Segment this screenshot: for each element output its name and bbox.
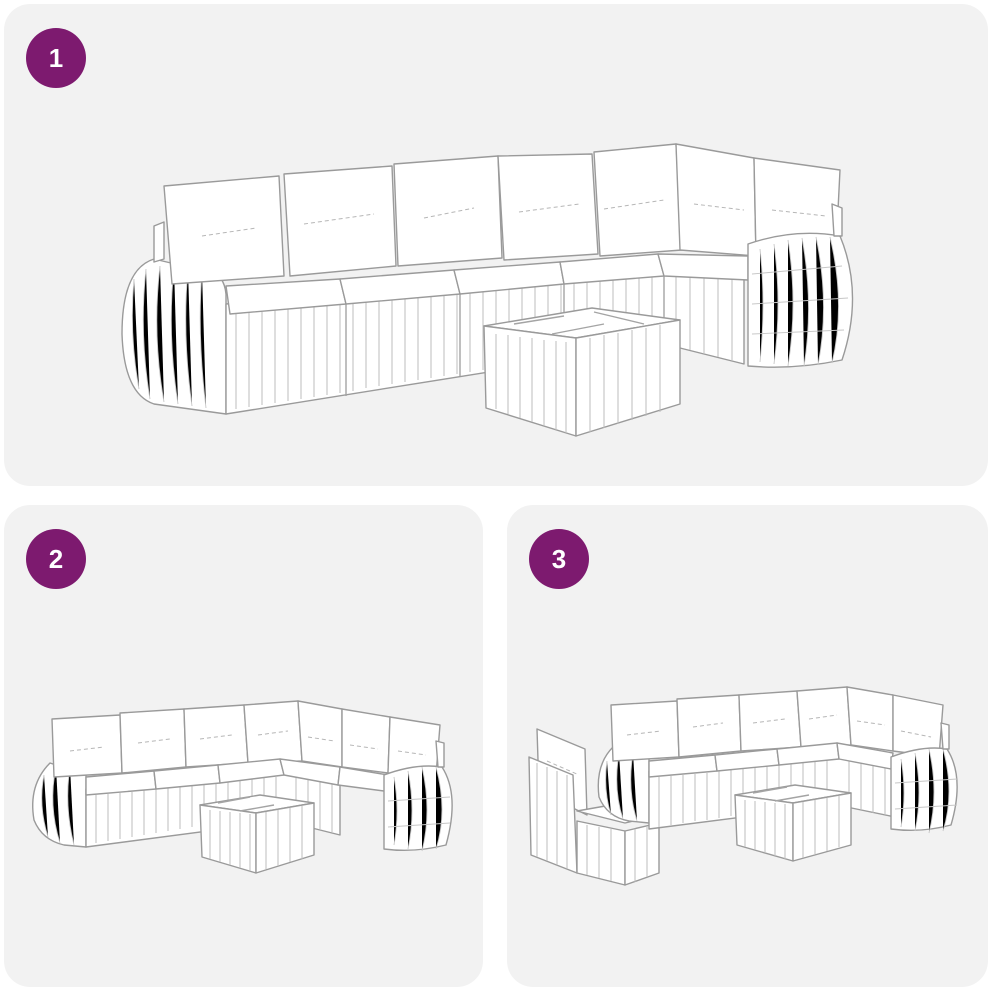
step-panel-3: 3	[507, 505, 988, 987]
step-badge-3: 3	[529, 529, 589, 589]
coffee-table	[199, 794, 315, 874]
sofa-set-illustration-2	[32, 700, 453, 874]
sofa-body	[597, 686, 958, 834]
sofa-body	[121, 143, 854, 415]
sofa-set-illustration-3	[528, 686, 958, 886]
coffee-table	[483, 307, 681, 437]
step-panel-2: 2	[4, 505, 483, 987]
coffee-table	[734, 784, 852, 862]
step-badge-2: 2	[26, 529, 86, 589]
step-badge-1: 1	[26, 28, 86, 88]
step-panel-1: 1	[4, 4, 988, 486]
sofa-set-illustration-1	[121, 143, 854, 437]
